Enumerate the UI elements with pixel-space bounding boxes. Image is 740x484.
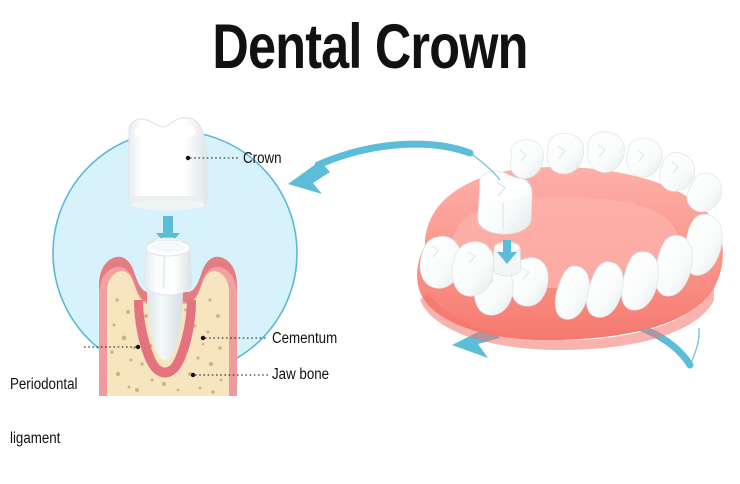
label-periodontal-ligament: Periodontal ligament <box>10 340 77 484</box>
prepared-tooth-stump <box>143 237 193 296</box>
tooth-root <box>147 292 183 361</box>
gum-and-bone-block <box>99 256 237 396</box>
label-periodontal-line1: Periodontal <box>10 376 78 393</box>
jaw-crown-down-arrow <box>497 240 517 264</box>
jaw-teeth-incisors <box>554 213 723 320</box>
leader-dot-cementum <box>200 335 206 341</box>
label-jaw-bone: Jaw bone <box>272 366 330 383</box>
periodontal-ligament <box>134 300 196 378</box>
label-periodontal-line2: ligament <box>10 430 61 447</box>
curved-arrow-upper <box>288 140 474 194</box>
left-cross-section-diagram <box>52 117 723 396</box>
leader-dot-crown <box>185 155 191 161</box>
crown-cap <box>128 117 208 211</box>
jaw-floating-crown <box>477 170 533 235</box>
page-title: Dental Crown <box>212 12 528 82</box>
leader-lines-left <box>83 155 268 378</box>
crown-pointer-line <box>469 152 501 181</box>
jaw-teeth-left-molars <box>419 236 495 297</box>
jaw-model <box>417 131 723 350</box>
label-crown: Crown <box>243 150 282 167</box>
leader-dot-periodontal <box>135 344 141 350</box>
illustration-canvas: Dental Crown <box>10 12 723 447</box>
jaw-teeth-far-arc <box>510 131 723 213</box>
label-cementum: Cementum <box>272 330 338 347</box>
leader-dot-jaw-bone <box>190 372 196 378</box>
